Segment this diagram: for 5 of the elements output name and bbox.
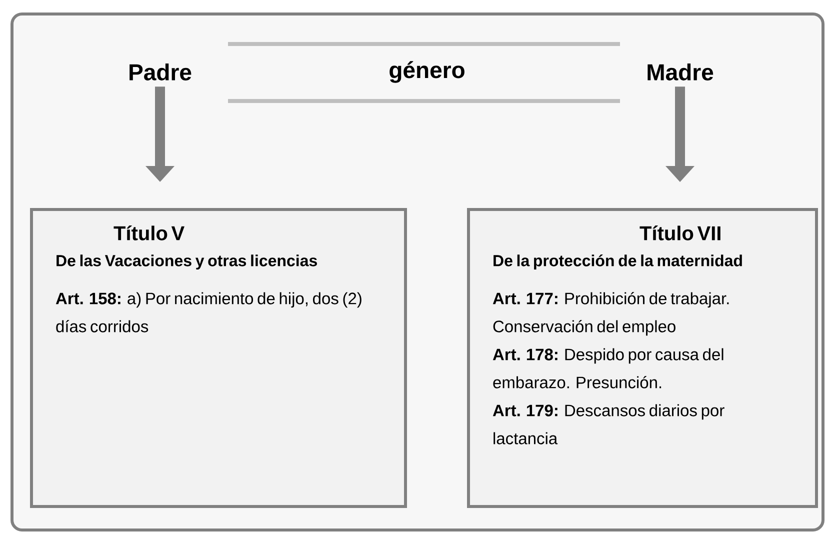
heading: Madre xyxy=(648,64,714,80)
heading: género xyxy=(390,61,464,83)
text-box: Título VII De la protección de la maternidad Art. 177: Prohibición de trabajar. Conservación del empleo Art. 178: Despido por causa del embarazo. Presunción. Art. 179: Descansos diarios por lactancia xyxy=(467,208,818,508)
heading: Padre xyxy=(130,64,192,80)
text-box: Título V De las Vacaciones y otras licencias Art. 158: a) Por nacimiento de hijo, dos (2) días corridos xyxy=(30,208,407,508)
